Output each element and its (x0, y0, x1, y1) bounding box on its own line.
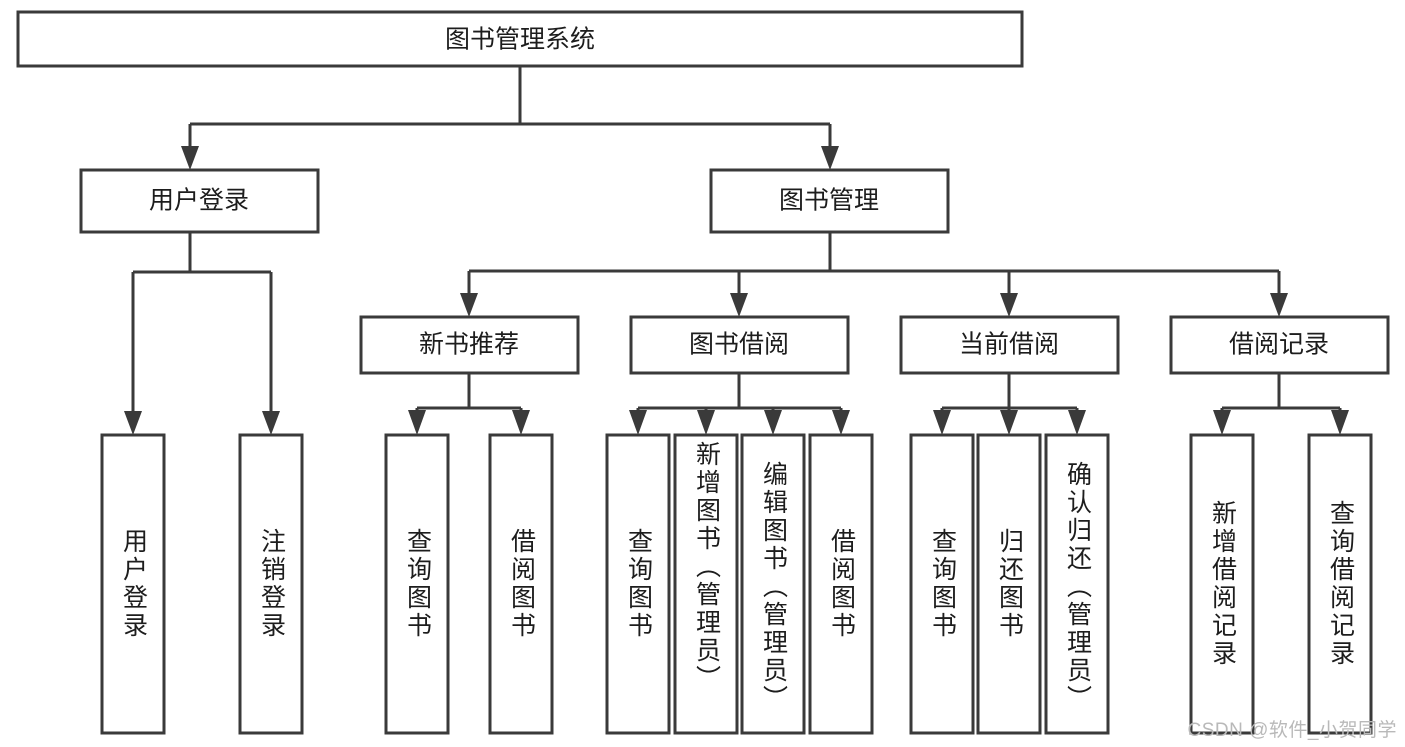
connector-group-borrowrecord (1213, 373, 1349, 435)
connector-group-userlogin (124, 232, 280, 435)
arrow-head-leaf-newbook-2 (512, 410, 530, 435)
watermark-label: CSDN @软件_小贺同学 (1187, 720, 1397, 741)
node-box-leaf-book-borrow-3[interactable] (808, 433, 874, 735)
node-box-leaf-new-book-0[interactable] (384, 433, 450, 735)
arrow-head-leaf-bookborrow-1 (629, 410, 647, 435)
node-label-book-borrow: 图书借阅 (689, 331, 789, 359)
connector-group-root (181, 66, 839, 170)
node-box-leaf-user-login-1[interactable] (238, 433, 304, 735)
connector-group-bookmgmt (460, 232, 1288, 317)
node-box-leaf-current-borrow-2[interactable] (1044, 433, 1110, 735)
node-box-leaf-new-book-1[interactable] (488, 433, 554, 735)
connector-group-currentborrow (933, 373, 1086, 435)
node-box-leaf-user-login-0[interactable] (100, 433, 166, 735)
arrow-head-bookborrow (730, 293, 748, 317)
arrow-head-borrowrecord (1270, 293, 1288, 317)
connector-group-bookborrow (629, 373, 850, 435)
node-label-new-book-recommend: 新书推荐 (419, 331, 519, 359)
node-box-leaf-borrow-record-0[interactable] (1189, 433, 1255, 735)
arrow-head-leaf-newbook-1 (408, 410, 426, 435)
node-box-leaf-book-borrow-1[interactable] (673, 433, 739, 735)
arrow-head-leaf-userlogin-2 (262, 411, 280, 435)
node-box-new-book-recommend[interactable] (359, 315, 580, 375)
node-box-leaf-current-borrow-0[interactable] (909, 433, 975, 735)
arrow-head-leaf-bookborrow-4 (832, 410, 850, 435)
node-box-root[interactable] (16, 10, 1024, 68)
arrow-head-leaf-userlogin-1 (124, 411, 142, 435)
arrow-head-userlogin (181, 146, 199, 170)
node-label-user-login: 用户登录 (149, 187, 249, 215)
arrow-head-newbook (460, 293, 478, 317)
node-box-book-borrow[interactable] (629, 315, 850, 375)
arrow-head-bookmgmt (821, 146, 839, 170)
node-box-current-borrow[interactable] (899, 315, 1120, 375)
node-label-book-management: 图书管理 (779, 187, 879, 215)
arrow-head-leaf-currentborrow-3 (1068, 410, 1086, 435)
node-label-borrow-record: 借阅记录 (1229, 331, 1329, 359)
node-box-leaf-borrow-record-1[interactable] (1307, 433, 1373, 735)
arrow-head-currentborrow (1000, 293, 1018, 317)
arrow-head-leaf-bookborrow-2 (697, 410, 715, 435)
arrow-head-leaf-bookborrow-3 (764, 410, 782, 435)
node-label-root: 图书管理系统 (445, 26, 595, 54)
arrow-head-leaf-borrowrecord-1 (1213, 410, 1231, 435)
arrow-head-leaf-borrowrecord-2 (1331, 410, 1349, 435)
arrow-head-leaf-currentborrow-1 (933, 410, 951, 435)
node-box-book-management[interactable] (709, 168, 950, 234)
connector-group-newbook (408, 373, 530, 435)
arrow-head-leaf-currentborrow-2 (1000, 410, 1018, 435)
node-box-leaf-book-borrow-2[interactable] (740, 433, 806, 735)
node-box-user-login[interactable] (79, 168, 320, 234)
node-box-leaf-current-borrow-1[interactable] (976, 433, 1042, 735)
node-box-leaf-book-borrow-0[interactable] (605, 433, 671, 735)
node-label-current-borrow: 当前借阅 (959, 331, 1059, 359)
node-box-borrow-record[interactable] (1169, 315, 1390, 375)
